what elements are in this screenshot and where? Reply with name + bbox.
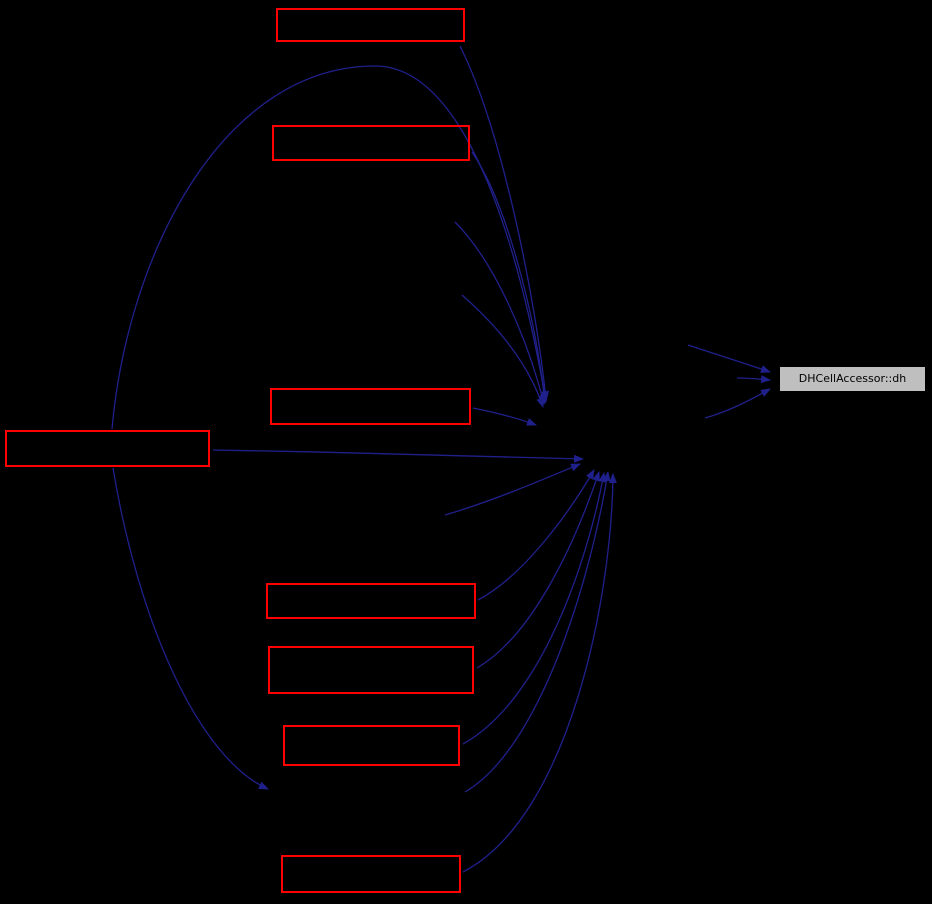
graph-node-caller-2[interactable]: [272, 125, 470, 161]
edge-hidden2-to-hub1: [461, 294, 544, 408]
edge-mid2-to-target: [736, 375, 771, 384]
graph-node-caller-8[interactable]: [281, 855, 461, 893]
graph-node-caller-7[interactable]: [283, 725, 460, 766]
graph-node-caller-1[interactable]: [276, 8, 465, 42]
edge-box7-to-hub2: [462, 472, 607, 745]
edge-box6-to-hub2: [476, 471, 600, 669]
target-node-dhcellaccessor-dh[interactable]: DHCellAccessor::dh: [780, 367, 925, 391]
edge-midbox-to-hub1: [472, 407, 537, 426]
graph-node-caller-5[interactable]: [266, 583, 476, 619]
edge-box5-to-hub2: [477, 469, 595, 601]
edge-hidden4-to-hub2: [464, 471, 611, 793]
edge-top-box-to-hub1: [459, 45, 550, 401]
edge-leftbox-to-hidden4: [112, 467, 269, 790]
edge-hidden1-to-hub1: [454, 221, 546, 405]
graph-node-caller-6[interactable]: [268, 646, 474, 694]
edge-leftbox-arc-to-hub1: [111, 65, 549, 430]
graph-node-caller-3[interactable]: [270, 388, 471, 425]
graph-node-caller-4[interactable]: [5, 430, 210, 467]
edge-mid3-to-target: [704, 388, 771, 419]
edge-bottombox-to-hub2: [462, 473, 617, 873]
edge-hidden3-to-hub2: [444, 463, 581, 516]
edge-mid1-to-target: [687, 344, 771, 373]
edge-leftbox-to-hub2: [212, 449, 584, 463]
edge-box2-to-hub1: [471, 151, 549, 404]
